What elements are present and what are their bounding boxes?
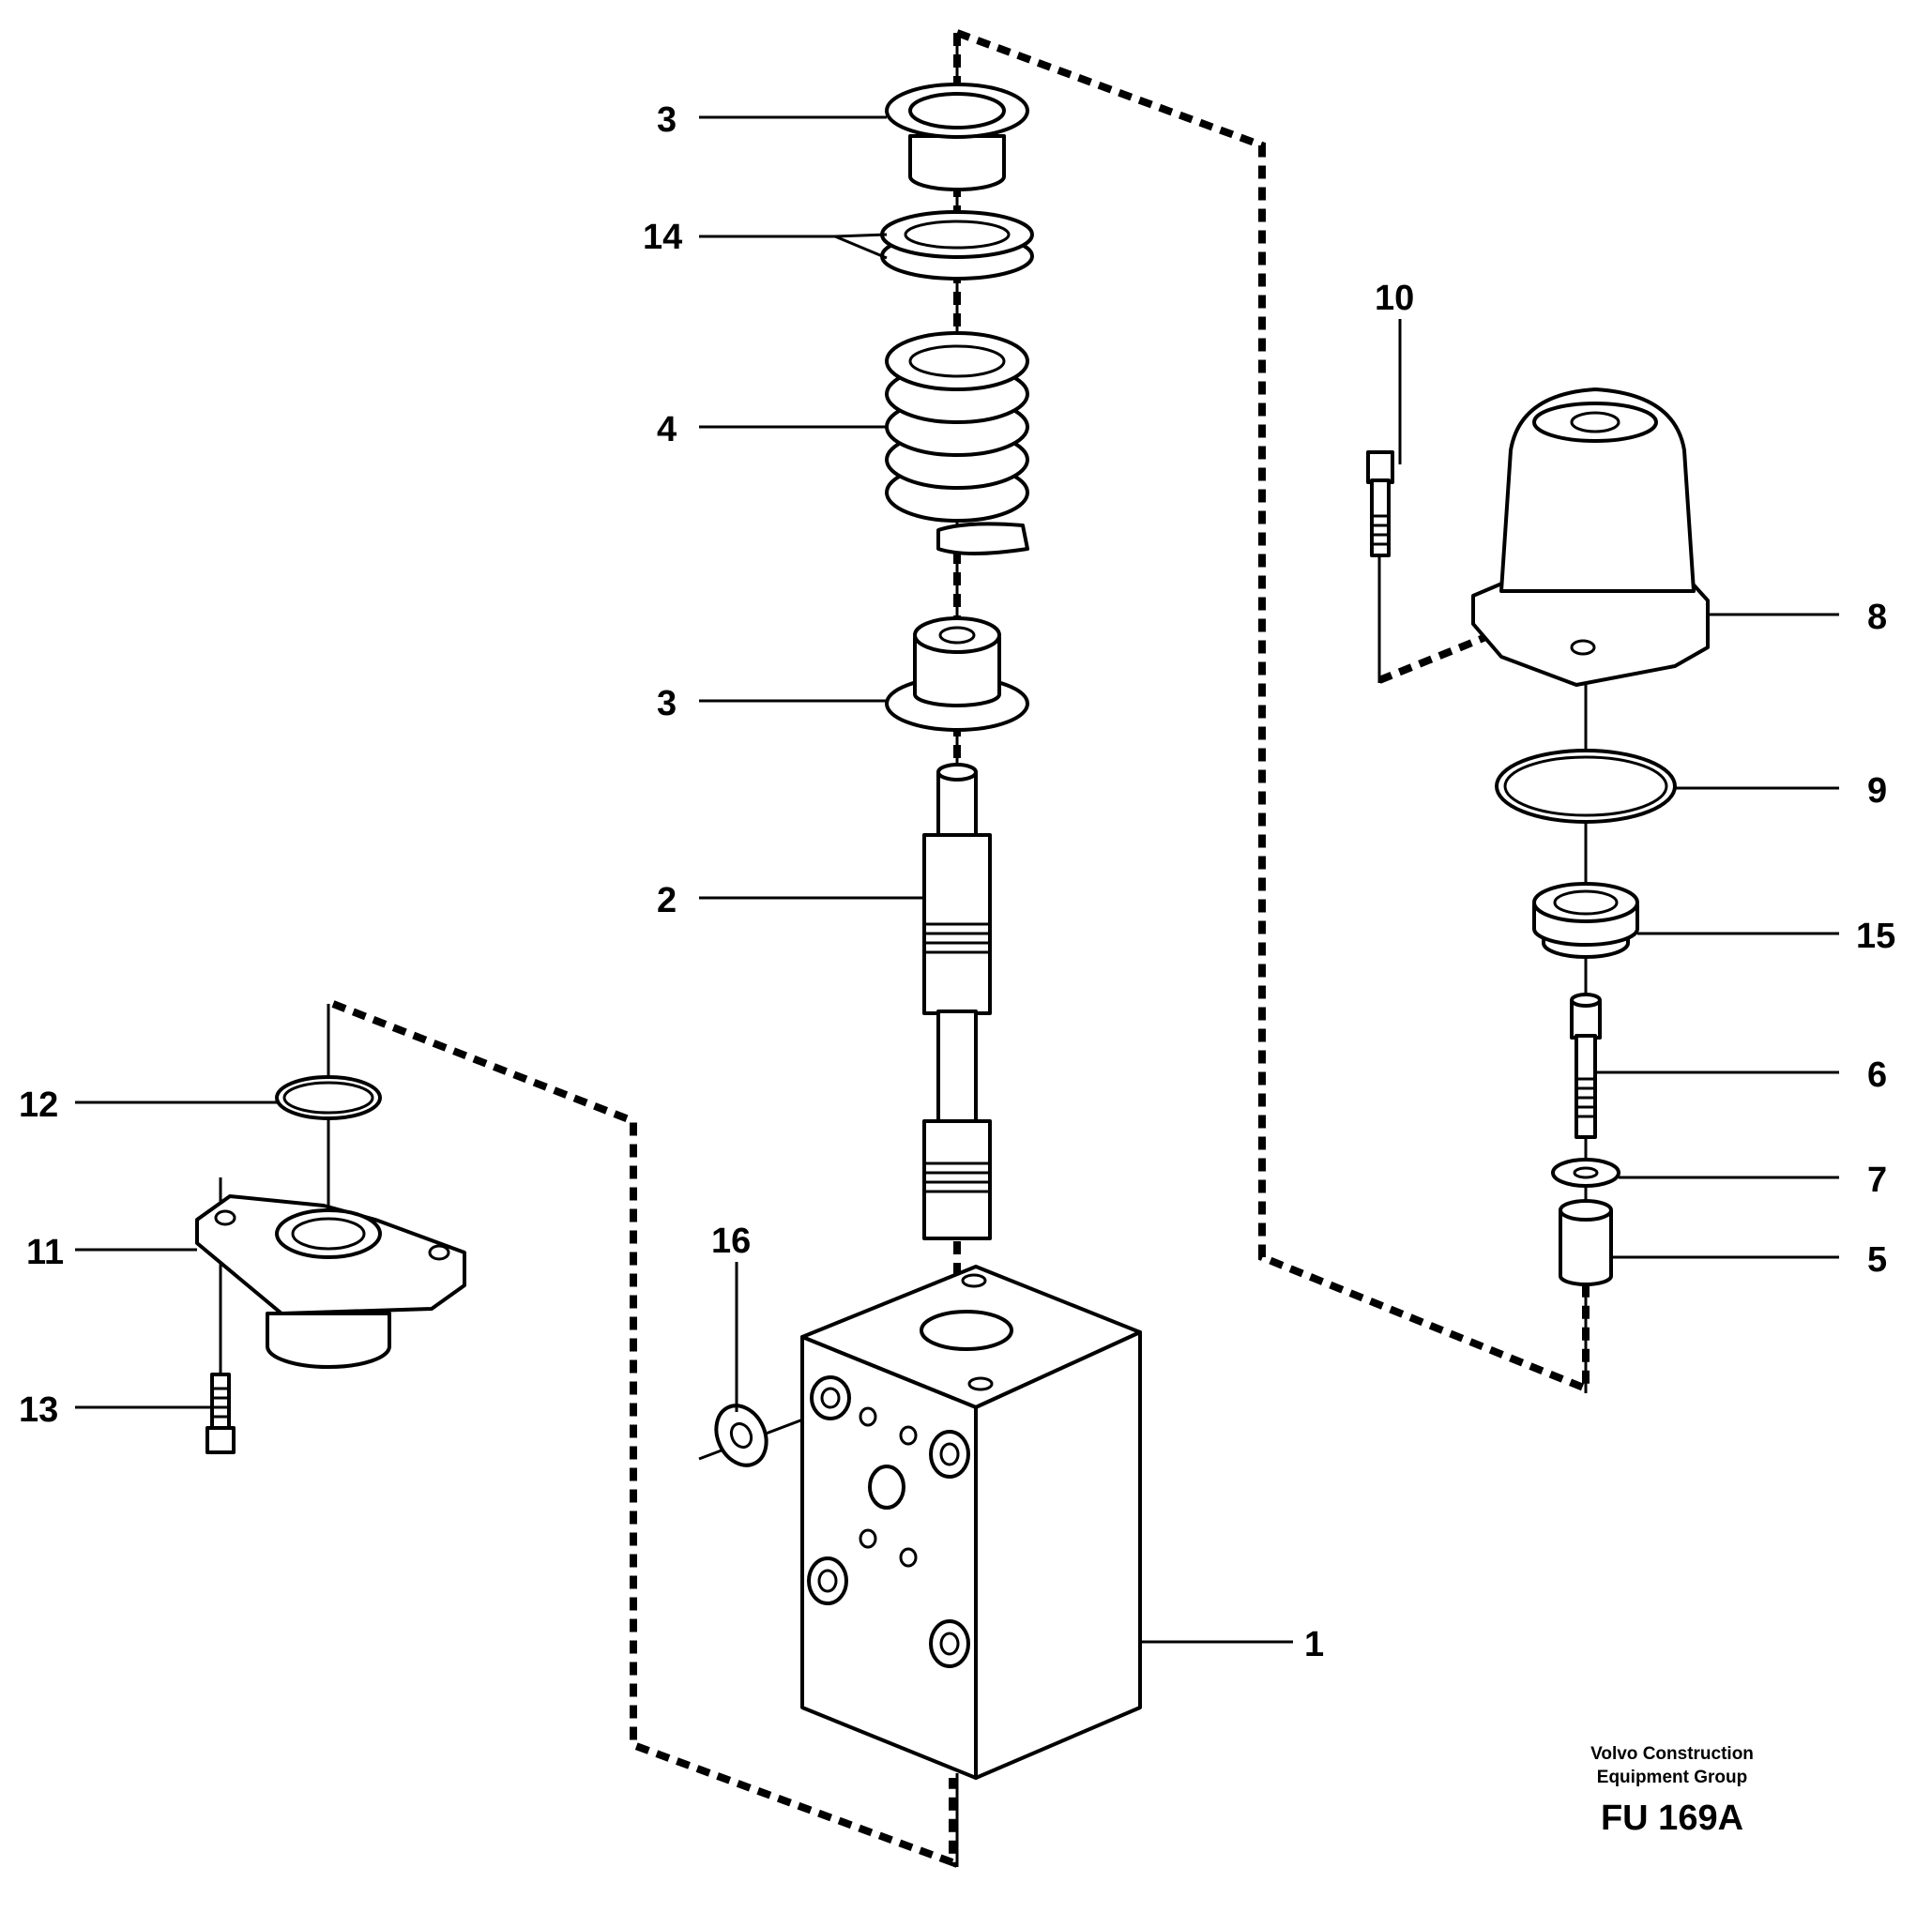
callout-9: 9 — [1867, 771, 1887, 811]
callout-7: 7 — [1867, 1161, 1887, 1200]
callout-labels: 3 14 4 3 2 1 16 10 8 9 15 6 7 5 12 11 13 — [19, 100, 1895, 1664]
part-9-o-ring — [1495, 749, 1677, 824]
callout-14: 14 — [643, 218, 682, 257]
part-12-o-ring — [275, 1075, 382, 1120]
part-16-washer — [714, 1404, 768, 1467]
part-2-spool — [922, 763, 992, 1240]
credit-line-1: Volvo Construction — [1590, 1744, 1754, 1764]
callout-4: 4 — [657, 410, 677, 449]
callout-5: 5 — [1867, 1240, 1887, 1280]
callout-8: 8 — [1867, 598, 1887, 637]
leader-lines — [75, 115, 1839, 1644]
callout-3-bottom: 3 — [657, 684, 677, 723]
part-10-bolt — [1366, 450, 1394, 557]
callout-2: 2 — [657, 881, 677, 920]
callout-15: 15 — [1856, 917, 1895, 956]
part-14-shims — [880, 210, 1034, 281]
part-4-spring — [885, 331, 1029, 555]
credit-block: Volvo Construction Equipment Group FU 16… — [1590, 1744, 1754, 1838]
phantom-line-main-right — [955, 29, 1590, 1394]
part-3-bottom-bushing — [885, 616, 1029, 732]
part-5-sleeve — [1559, 1199, 1613, 1286]
callout-3-top: 3 — [657, 100, 677, 140]
callout-1: 1 — [1304, 1625, 1324, 1664]
callout-6: 6 — [1867, 1055, 1887, 1095]
part-7-washer — [1551, 1158, 1620, 1188]
part-6-bolt — [1570, 993, 1602, 1139]
part-15-plug — [1532, 882, 1639, 959]
block-ports — [807, 1375, 970, 1668]
callout-12: 12 — [19, 1086, 58, 1125]
callout-16: 16 — [711, 1222, 751, 1261]
spool-grooves — [924, 922, 990, 1193]
figure-id: FU 169A — [1601, 1799, 1743, 1838]
part-8-cover — [1471, 387, 1710, 687]
part-11-flange — [195, 1194, 466, 1369]
part-3-top-bushing — [885, 83, 1029, 191]
part-1-valve-block — [800, 1265, 1142, 1780]
callout-11: 11 — [26, 1233, 64, 1272]
part-13-bolt — [205, 1373, 236, 1454]
callout-13: 13 — [19, 1390, 58, 1430]
callout-10: 10 — [1375, 279, 1414, 318]
credit-line-2: Equipment Group — [1597, 1768, 1747, 1787]
